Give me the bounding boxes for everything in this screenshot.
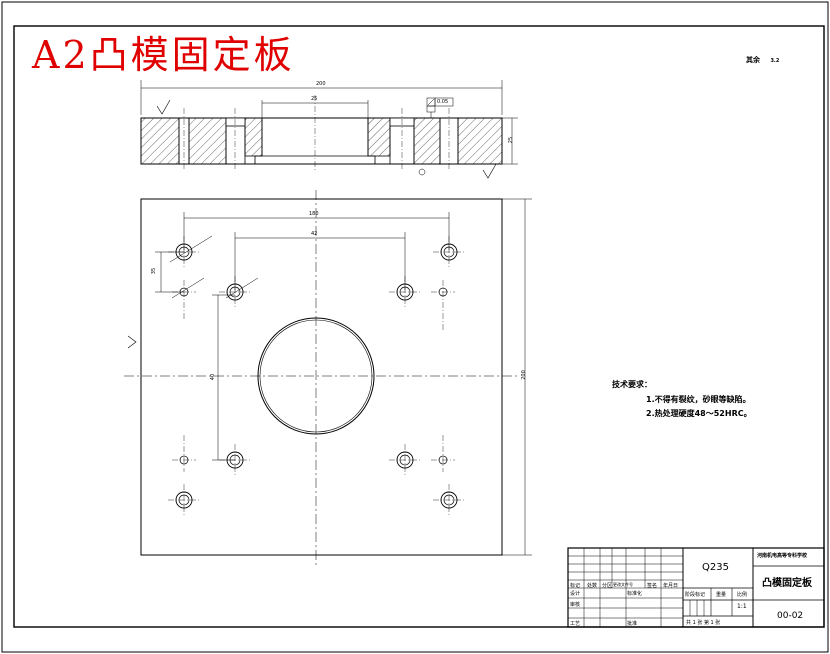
plan-view — [124, 190, 532, 566]
dim-thickness: 25 — [508, 136, 515, 144]
roughness-note-text: 其余 — [746, 56, 760, 64]
standardize-label: 标准化 — [627, 591, 643, 597]
header-mark: 标记 — [570, 583, 581, 589]
header-signature: 签名 — [647, 583, 658, 589]
row-design: 设计 — [570, 591, 581, 597]
drawing-number: 00-02 — [777, 611, 804, 621]
dim-top-width: 200 — [316, 81, 326, 87]
header-change-doc: 更改文件号 — [613, 582, 633, 587]
title-block-grid — [567, 547, 825, 628]
roughness-symbol: 3.2 — [770, 58, 780, 64]
scale-value: 1:1 — [737, 603, 747, 610]
row-process: 工艺 — [570, 621, 581, 627]
sheet-info: 共 1 张 第 1 张 — [686, 620, 721, 626]
drawing-title: A2凸模固定板 — [32, 33, 295, 77]
tech-req-item-2: 2.热处理硬度48～52HRC。 — [646, 409, 752, 418]
inner-frame — [13, 25, 825, 628]
dim-front-width: 180 — [309, 211, 319, 217]
part-name: 凸模固定板 — [762, 578, 812, 589]
stage-mark-label: 阶段标记 — [685, 592, 706, 598]
header-date: 年月日 — [663, 583, 679, 589]
dim-top-hole: 25 — [311, 96, 318, 102]
row-approve: 批准 — [627, 621, 638, 627]
tech-req-item-1: 1.不得有裂纹，砂眼等缺陷。 — [646, 395, 751, 404]
roughness-note: 其余 3.2 — [746, 55, 779, 65]
dim-inner-width: 42 — [311, 231, 318, 237]
section-view — [140, 80, 518, 179]
header-count: 处数 — [587, 583, 598, 589]
dim-vertical-span: 40 — [210, 373, 217, 381]
dim-height: 200 — [520, 370, 527, 380]
header-zone: 分区 — [602, 583, 613, 589]
scale-label: 比例 — [737, 592, 748, 598]
dim-left-span: 35 — [151, 267, 158, 275]
dim-flatness: 0.05 — [437, 99, 449, 105]
material-label: Q235 — [702, 562, 729, 573]
school-name: 河南机电高等专科学校 — [757, 553, 808, 559]
weight-label: 重量 — [716, 592, 727, 598]
tech-req-heading: 技术要求： — [612, 380, 652, 389]
row-check: 审核 — [570, 602, 581, 608]
